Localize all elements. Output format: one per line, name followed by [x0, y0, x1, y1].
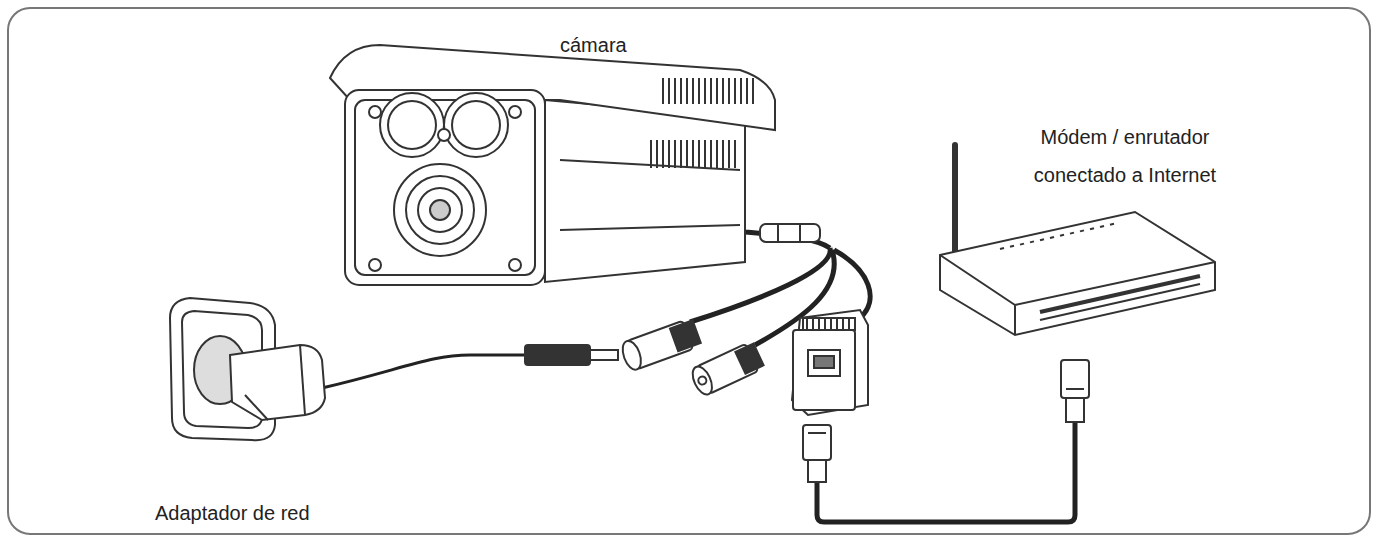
led: [1060, 235, 1064, 236]
led: [1110, 224, 1114, 225]
part-label: Módem / enrutador conectado a Internet: [1000, 118, 1250, 194]
led: [1010, 246, 1014, 247]
led: [1030, 241, 1034, 242]
ethernet-cable: [817, 422, 1075, 522]
router-leds: [1000, 224, 1114, 249]
led: [1040, 239, 1044, 240]
power-connector: [689, 341, 765, 398]
part-label: Adaptador de red: [155, 494, 310, 532]
led: [1070, 233, 1074, 234]
part-label: cámara: [560, 26, 627, 64]
video-connector: [619, 318, 702, 373]
led: [1000, 248, 1004, 249]
dc-plug: [525, 345, 618, 365]
frame: [8, 8, 1370, 534]
led: [1100, 226, 1104, 227]
camera: [330, 45, 820, 285]
power-adapter: [170, 298, 325, 440]
led: [1090, 228, 1094, 229]
led: [1080, 230, 1084, 231]
network-socket: [792, 310, 868, 415]
rj45-plug: [803, 360, 1089, 482]
led: [1050, 237, 1054, 238]
power-cable: [322, 355, 525, 388]
led: [1020, 244, 1024, 245]
